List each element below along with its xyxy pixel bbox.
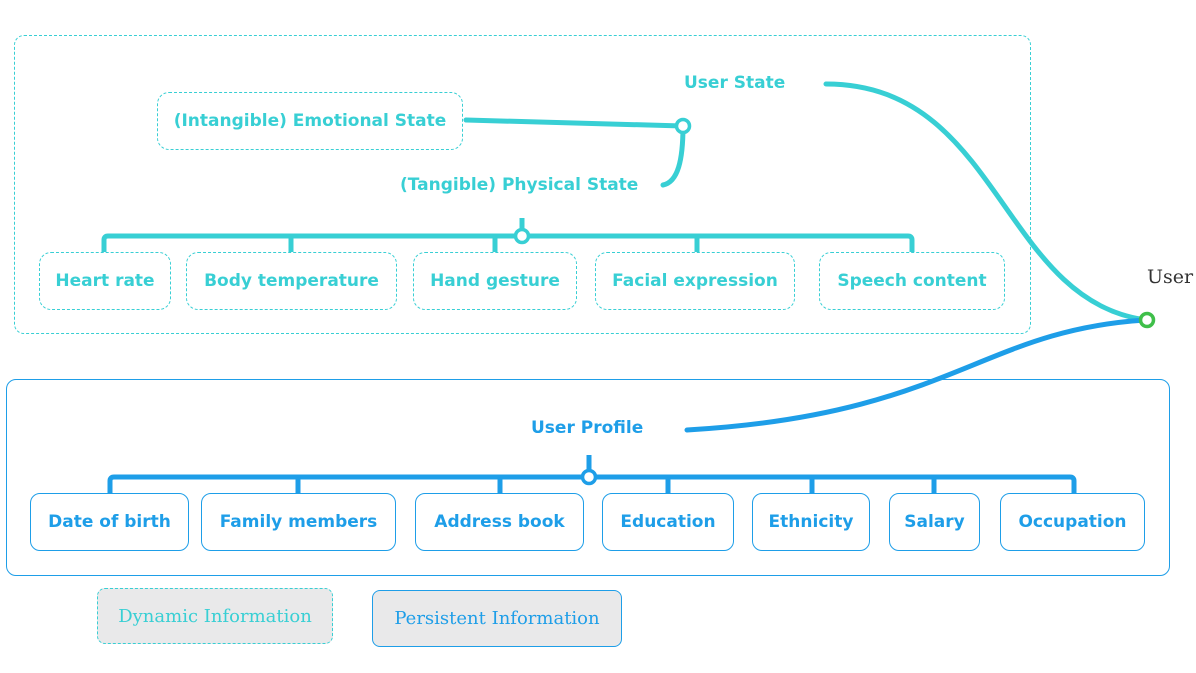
node-address-book[interactable]: Address book xyxy=(415,493,584,551)
node-ethnicity[interactable]: Ethnicity xyxy=(752,493,870,551)
node-physical-state[interactable]: (Tangible) Physical State xyxy=(400,175,639,195)
edge-userstate-user xyxy=(823,81,1149,323)
node-emotional-state[interactable]: (Intangible) Emotional State xyxy=(157,92,463,150)
group-user-profile xyxy=(6,379,1170,576)
junction-physical xyxy=(513,227,531,245)
junction-state xyxy=(674,117,692,135)
edge-emotional-junction xyxy=(463,117,686,129)
edge-userprofile-user xyxy=(684,317,1149,433)
node-facial-expression[interactable]: Facial expression xyxy=(595,252,795,310)
legend-dynamic-information: Dynamic Information xyxy=(97,588,333,644)
node-speech-content[interactable]: Speech content xyxy=(819,252,1005,310)
edge-physical-junction xyxy=(660,123,686,188)
node-salary[interactable]: Salary xyxy=(889,493,980,551)
junction-user xyxy=(1138,311,1156,329)
node-user[interactable]: User xyxy=(1147,266,1194,288)
junction-profile xyxy=(580,468,598,486)
bracket-physical xyxy=(101,233,915,252)
node-hand-gesture[interactable]: Hand gesture xyxy=(413,252,577,310)
node-heart-rate[interactable]: Heart rate xyxy=(39,252,171,310)
node-date-of-birth[interactable]: Date of birth xyxy=(30,493,189,551)
node-body-temperature[interactable]: Body temperature xyxy=(186,252,397,310)
node-education[interactable]: Education xyxy=(602,493,734,551)
node-occupation[interactable]: Occupation xyxy=(1000,493,1145,551)
node-user-state[interactable]: User State xyxy=(684,73,786,93)
node-user-profile[interactable]: User Profile xyxy=(531,418,644,438)
group-user-state xyxy=(14,35,1031,334)
node-family-members[interactable]: Family members xyxy=(201,493,396,551)
legend-persistent-information: Persistent Information xyxy=(372,590,622,647)
